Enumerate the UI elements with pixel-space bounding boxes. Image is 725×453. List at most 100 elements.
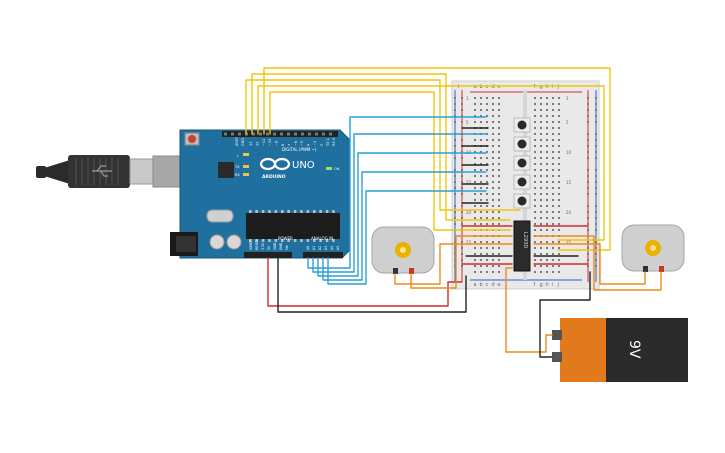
rail-hole[interactable] — [461, 259, 463, 261]
breadboard-hole[interactable] — [498, 121, 500, 123]
rail-hole[interactable] — [587, 97, 589, 99]
breadboard-hole[interactable] — [534, 181, 536, 183]
breadboard-hole[interactable] — [486, 241, 488, 243]
rail-hole[interactable] — [454, 175, 456, 177]
breadboard-hole[interactable] — [558, 181, 560, 183]
breadboard-hole[interactable] — [546, 139, 548, 141]
breadboard-hole[interactable] — [480, 241, 482, 243]
breadboard-hole[interactable] — [552, 109, 554, 111]
breadboard-hole[interactable] — [558, 115, 560, 117]
rail-hole[interactable] — [461, 151, 463, 153]
breadboard-hole[interactable] — [546, 217, 548, 219]
breadboard-hole[interactable] — [492, 187, 494, 189]
breadboard-hole[interactable] — [474, 217, 476, 219]
breadboard-hole[interactable] — [480, 109, 482, 111]
breadboard-hole[interactable] — [546, 109, 548, 111]
breadboard-hole[interactable] — [498, 115, 500, 117]
breadboard-hole[interactable] — [492, 103, 494, 105]
breadboard-hole[interactable] — [534, 109, 536, 111]
breadboard-hole[interactable] — [558, 133, 560, 135]
breadboard-hole[interactable] — [492, 271, 494, 273]
breadboard-hole[interactable] — [552, 151, 554, 153]
breadboard-hole[interactable] — [498, 97, 500, 99]
breadboard-hole[interactable] — [552, 241, 554, 243]
breadboard-hole[interactable] — [480, 211, 482, 213]
breadboard-hole[interactable] — [552, 115, 554, 117]
digital-pin-socket[interactable] — [294, 132, 297, 136]
breadboard-hole[interactable] — [534, 247, 536, 249]
breadboard-hole[interactable] — [534, 97, 536, 99]
breadboard-hole[interactable] — [540, 205, 542, 207]
push-button[interactable] — [513, 174, 531, 190]
rail-hole[interactable] — [595, 265, 597, 267]
breadboard-hole[interactable] — [498, 175, 500, 177]
breadboard-hole[interactable] — [480, 157, 482, 159]
breadboard-hole[interactable] — [480, 205, 482, 207]
breadboard-hole[interactable] — [480, 169, 482, 171]
rail-hole[interactable] — [595, 211, 597, 213]
breadboard-hole[interactable] — [558, 163, 560, 165]
breadboard-hole[interactable] — [546, 97, 548, 99]
rail-hole[interactable] — [454, 115, 456, 117]
breadboard-hole[interactable] — [552, 229, 554, 231]
rail-hole[interactable] — [454, 259, 456, 261]
wire-orange-motor-left-b[interactable] — [410, 235, 513, 289]
breadboard-hole[interactable] — [492, 145, 494, 147]
breadboard-hole[interactable] — [558, 97, 560, 99]
breadboard-hole[interactable] — [486, 187, 488, 189]
breadboard-hole[interactable] — [546, 157, 548, 159]
breadboard-hole[interactable] — [480, 265, 482, 267]
breadboard-hole[interactable] — [534, 187, 536, 189]
rail-hole[interactable] — [595, 115, 597, 117]
breadboard-hole[interactable] — [474, 265, 476, 267]
breadboard-hole[interactable] — [546, 259, 548, 261]
breadboard-hole[interactable] — [486, 139, 488, 141]
breadboard-hole[interactable] — [498, 163, 500, 165]
rail-hole[interactable] — [454, 265, 456, 267]
digital-pin-socket[interactable] — [252, 132, 255, 136]
rail-hole[interactable] — [595, 181, 597, 183]
breadboard-hole[interactable] — [540, 265, 542, 267]
rail-hole[interactable] — [595, 229, 597, 231]
breadboard-hole[interactable] — [486, 271, 488, 273]
breadboard-hole[interactable] — [558, 241, 560, 243]
breadboard-hole[interactable] — [480, 97, 482, 99]
digital-pin-socket[interactable] — [322, 132, 325, 136]
rail-hole[interactable] — [461, 175, 463, 177]
rail-hole[interactable] — [587, 253, 589, 255]
breadboard-hole[interactable] — [492, 253, 494, 255]
breadboard-hole[interactable] — [474, 223, 476, 225]
breadboard-hole[interactable] — [552, 97, 554, 99]
breadboard-hole[interactable] — [546, 271, 548, 273]
rail-hole[interactable] — [587, 259, 589, 261]
breadboard-hole[interactable] — [474, 139, 476, 141]
breadboard-hole[interactable] — [480, 217, 482, 219]
breadboard-hole[interactable] — [558, 187, 560, 189]
breadboard-hole[interactable] — [492, 163, 494, 165]
rail-hole[interactable] — [461, 139, 463, 141]
rail-hole[interactable] — [454, 169, 456, 171]
breadboard-hole[interactable] — [534, 217, 536, 219]
breadboard-hole[interactable] — [540, 187, 542, 189]
rail-hole[interactable] — [595, 133, 597, 135]
rail-hole[interactable] — [595, 205, 597, 207]
wire-blue-3[interactable] — [317, 152, 487, 277]
breadboard-hole[interactable] — [534, 115, 536, 117]
breadboard-hole[interactable] — [486, 151, 488, 153]
rail-hole[interactable] — [461, 121, 463, 123]
rail-hole[interactable] — [587, 103, 589, 105]
breadboard-hole[interactable] — [552, 181, 554, 183]
breadboard-hole[interactable] — [540, 199, 542, 201]
rail-hole[interactable] — [454, 193, 456, 195]
breadboard-hole[interactable] — [480, 271, 482, 273]
breadboard-hole[interactable] — [546, 169, 548, 171]
breadboard-hole[interactable] — [474, 193, 476, 195]
breadboard-hole[interactable] — [498, 223, 500, 225]
breadboard-hole[interactable] — [540, 175, 542, 177]
rail-hole[interactable] — [461, 241, 463, 243]
rail-hole[interactable] — [595, 247, 597, 249]
breadboard-hole[interactable] — [546, 133, 548, 135]
breadboard-hole[interactable] — [474, 97, 476, 99]
breadboard-hole[interactable] — [534, 169, 536, 171]
breadboard-hole[interactable] — [558, 217, 560, 219]
